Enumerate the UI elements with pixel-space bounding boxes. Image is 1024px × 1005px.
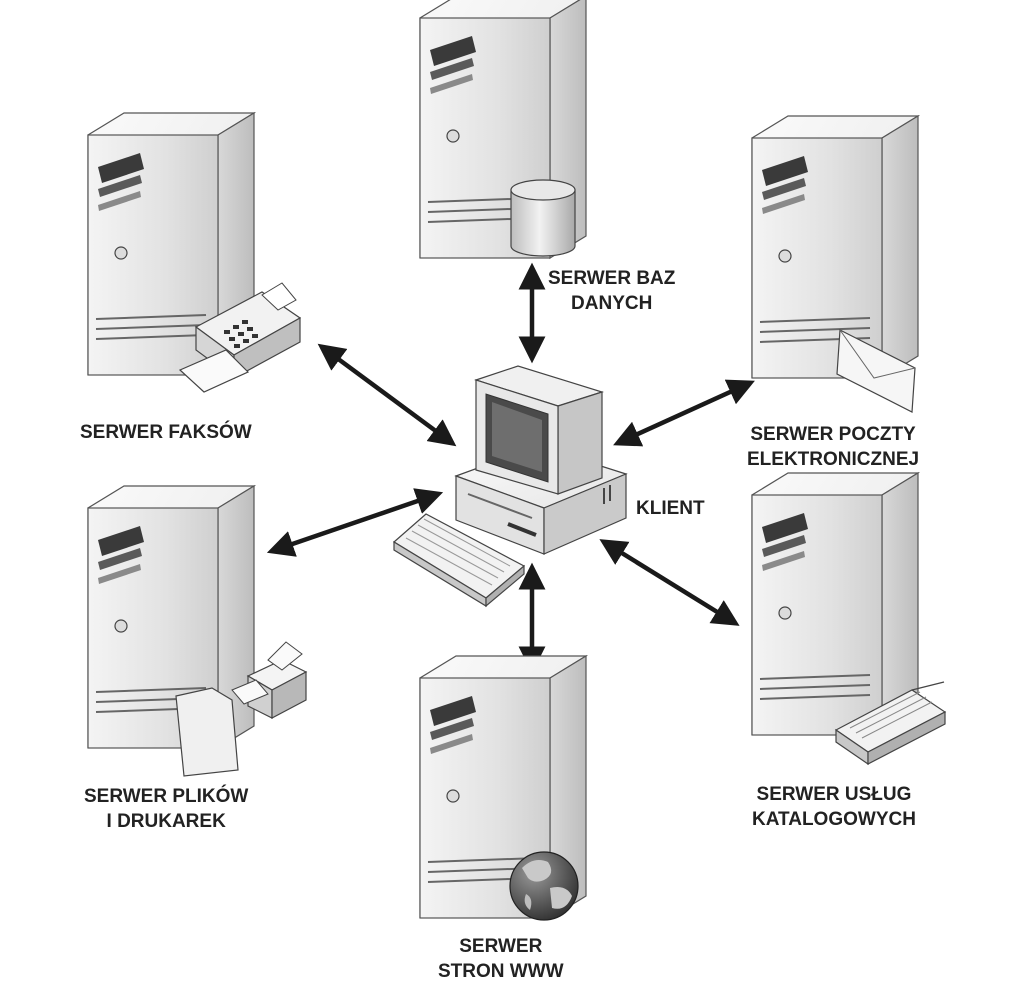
arrow-directory bbox=[599, 539, 740, 626]
connection-arrows bbox=[266, 262, 755, 674]
monitor-icon bbox=[474, 365, 605, 495]
file-printer-server-label: SERWER PLIKÓW I DRUKAREK bbox=[84, 786, 249, 832]
file-printer-server-icon bbox=[87, 485, 308, 777]
web-server-icon bbox=[419, 655, 587, 921]
directory-server-icon bbox=[751, 472, 947, 766]
client-label: KLIENT bbox=[636, 498, 705, 519]
document-icon bbox=[175, 687, 239, 777]
arrow-mail bbox=[613, 379, 755, 447]
keyboard-icon bbox=[392, 513, 526, 608]
arrow-fax bbox=[317, 343, 457, 447]
globe-icon bbox=[509, 851, 579, 921]
fax-server-label: SERWER FAKSÓW bbox=[80, 422, 252, 443]
book-icon bbox=[834, 681, 947, 766]
database-server-label: SERWER BAZ DANYCH bbox=[548, 268, 676, 314]
web-server-label: SERWER STRON WWW bbox=[438, 936, 564, 982]
envelope-icon bbox=[836, 329, 916, 413]
mail-server-icon bbox=[751, 115, 919, 413]
fax-machine-icon bbox=[178, 282, 302, 393]
fax-server-icon bbox=[87, 112, 302, 393]
mail-server-label: SERWER POCZTY ELEKTRONICZNEJ bbox=[747, 424, 920, 470]
database-server-icon bbox=[419, 0, 587, 259]
arrow-files bbox=[266, 488, 444, 557]
client-workstation-icon bbox=[392, 365, 628, 608]
database-cylinder-icon bbox=[510, 179, 576, 257]
directory-server-label: SERWER USŁUG KATALOGOWYCH bbox=[752, 784, 916, 830]
printer-icon bbox=[231, 641, 308, 719]
